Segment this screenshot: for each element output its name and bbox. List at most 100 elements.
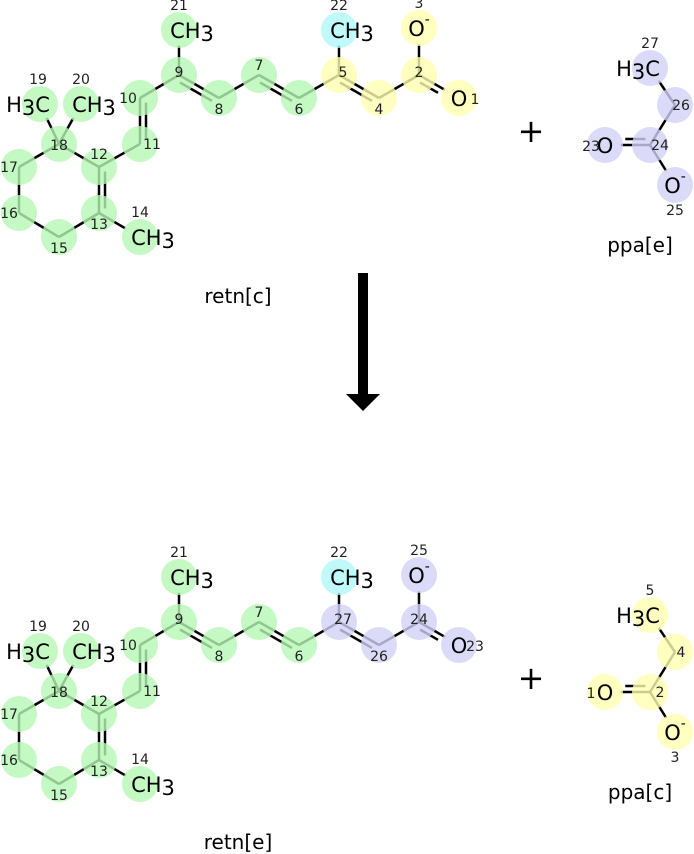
ppa-e-atom-number: 25: [666, 203, 684, 219]
ppa-c-atom-highlight: [657, 714, 693, 750]
retn-e-atom-symbol: O-: [408, 559, 430, 588]
ppa-c-atom-number: 5: [646, 583, 655, 599]
retn-c-atom-highlight: [281, 80, 317, 116]
reaction-arrow: [346, 273, 380, 411]
retn-e-atom-symbol: O: [451, 634, 468, 658]
retn-e-atom-number: 21: [170, 545, 188, 561]
retn-c-atom-number: 22: [330, 0, 348, 14]
retn-c-atom-number: 13: [90, 217, 108, 233]
retn-c-atom-symbol: CH3: [72, 93, 116, 120]
retn-c-atom-highlight: [22, 86, 58, 122]
retn-c-atom-highlight: [401, 57, 437, 93]
ppa-e-atom-highlight: [632, 127, 668, 163]
retn-e-atom-number: 14: [131, 752, 149, 768]
retn-c-atom-number: 7: [255, 58, 264, 74]
ppa-c-atom-highlight: [587, 674, 623, 710]
retn-e-atom-highlight: [122, 627, 158, 663]
ppa-c-atom-highlight: [632, 597, 668, 633]
ppa-e-atom-number: 27: [641, 36, 659, 52]
retn-e-atom-number: 24: [410, 612, 428, 628]
retn-c-atom-highlight: [401, 10, 437, 46]
ppa-e-atom-highlight: [632, 50, 668, 86]
ppa-e-atom-symbol: O: [597, 134, 614, 158]
retn-e-atom-number: 26: [370, 649, 388, 665]
arrow-shaft: [358, 273, 368, 395]
ppa-c-atom-number: 2: [656, 685, 665, 701]
retn-e-atom-highlight: [321, 604, 357, 640]
retn-e-atom-symbol: CH3: [170, 566, 214, 593]
retn-e-label: retn[e]: [204, 830, 273, 854]
retn-e-atom-number: 7: [255, 605, 264, 621]
retn-e-atom-number: 17: [0, 707, 18, 723]
retn-e-atom-highlight: [122, 673, 158, 709]
retn-c-atom-symbol: CH3: [330, 19, 374, 46]
ppa-e-label: ppa[e]: [607, 233, 673, 257]
retn-c-atom-highlight: [122, 219, 158, 255]
ppa-c-atom-number: 1: [587, 686, 596, 702]
ppa-e-atom-highlight: [587, 127, 623, 163]
retn-e-atom-number: 18: [50, 685, 68, 701]
retn-c-atom-highlight: [41, 219, 77, 255]
ppa-c-atom-number: 4: [677, 645, 686, 661]
retn-c-atom-highlight: [122, 126, 158, 162]
retn-c-atom-number: 9: [175, 65, 184, 81]
retn-e-atom-highlight: [81, 696, 117, 732]
retn-e-atom-number: 16: [0, 753, 18, 769]
retn-e-atom-number: 6: [295, 649, 304, 665]
retn-e-atom-highlight: [22, 633, 58, 669]
retn-e-atom-highlight: [1, 742, 37, 778]
retn-e-atom-highlight: [161, 559, 197, 595]
retn-c-atom-symbol: O-: [408, 12, 430, 41]
atom-labels-layer: 181213151617H3C19CH32011109CH3218765CH32…: [0, 0, 690, 804]
retn-c-atom-highlight: [1, 149, 37, 185]
retn-e-atom-number: 25: [410, 543, 428, 559]
retn-e-atom-highlight: [361, 627, 397, 663]
retn-c-atom-number: 12: [90, 147, 108, 163]
retn-c-atom-symbol: CH3: [131, 226, 175, 253]
retn-c-atom-highlight: [441, 80, 477, 116]
retn-c-atom-highlight: [81, 149, 117, 185]
retn-c-atom-number: 6: [295, 102, 304, 118]
retn-c-atom-number: 2: [415, 65, 424, 81]
retn-e-atom-number: 11: [143, 684, 161, 700]
ppa-e-atom-number: 23: [582, 139, 600, 155]
retn-e-atom-number: 10: [119, 638, 137, 654]
ppa-e-atom-symbol: H3C: [616, 57, 660, 84]
ppa-e-atom-number: 26: [672, 98, 690, 114]
retn-e-atom-number: 22: [330, 545, 348, 561]
retn-c-atom-number: 8: [215, 102, 224, 118]
retn-e-atom-number: 23: [466, 639, 484, 655]
retn-c-atom-symbol: H3C: [6, 93, 50, 120]
retn-c-atom-number: 1: [471, 92, 480, 108]
retn-c-atom-highlight: [321, 12, 357, 48]
retn-e-atom-highlight: [1, 696, 37, 732]
retn-e-atom-highlight: [441, 627, 477, 663]
retn-e-atom-highlight: [281, 627, 317, 663]
plus-sign-bottom: +: [518, 659, 545, 697]
retn-c-atom-highlight: [321, 57, 357, 93]
retn-c-atom-highlight: [161, 57, 197, 93]
ppa-c-atom-highlight: [657, 634, 693, 670]
retn-c-atom-symbol: O: [451, 87, 468, 111]
retn-e-atom-number: 9: [175, 612, 184, 628]
ppa-e-atom-highlight: [657, 167, 693, 203]
retn-e-atom-highlight: [41, 673, 77, 709]
retn-e-atom-number: 15: [50, 788, 68, 804]
retn-e-atom-symbol: CH3: [72, 640, 116, 667]
ppa-e-atom-symbol: O-: [664, 169, 686, 198]
ppa-e-atom-highlight: [657, 87, 693, 123]
retn-e-atom-highlight: [201, 627, 237, 663]
ppa-c-atom-symbol: O-: [664, 716, 686, 745]
retn-c-atom-number: 4: [375, 102, 384, 118]
retn-e-atom-highlight: [122, 766, 158, 802]
retn-c-atom-number: 18: [50, 138, 68, 154]
retn-c-atom-highlight: [41, 126, 77, 162]
retn-c-atom-highlight: [81, 195, 117, 231]
retn-c-atom-highlight: [122, 80, 158, 116]
retn-c-atom-symbol: CH3: [170, 19, 214, 46]
retn-c-atom-highlight: [63, 86, 99, 122]
ppa-c-atom-highlight: [632, 674, 668, 710]
retn-e-atom-highlight: [321, 559, 357, 595]
plus-sign-top: +: [518, 112, 545, 150]
